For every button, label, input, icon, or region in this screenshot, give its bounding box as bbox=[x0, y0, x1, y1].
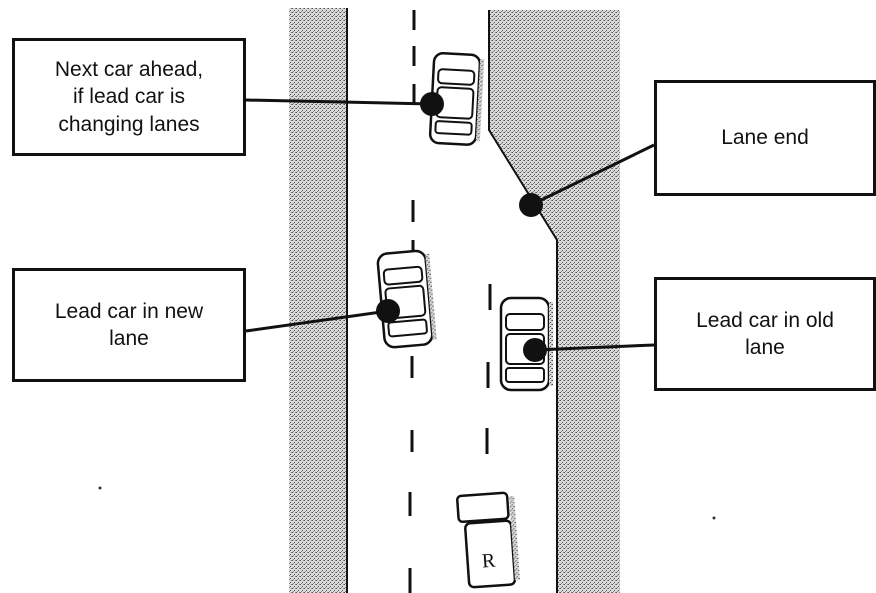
leader-lead-old-lane bbox=[534, 343, 655, 352]
callout-lead-car-new-lane-text: Lead car in new lane bbox=[54, 299, 204, 350]
right-lane-divider bbox=[485, 284, 492, 454]
lead-car-new-lane-vehicle bbox=[376, 249, 437, 349]
right-road-edge bbox=[488, 10, 558, 593]
lead-car-old-lane-vehicle bbox=[499, 296, 553, 392]
speck bbox=[98, 486, 102, 490]
callout-lead-car-old-lane-text: Lead car in old lane bbox=[696, 308, 834, 359]
dot-next-car bbox=[420, 92, 444, 116]
dot-lead-new-lane bbox=[376, 299, 400, 323]
leader-next-car bbox=[245, 98, 433, 106]
callout-lane-end-text: Lane end bbox=[721, 126, 809, 150]
dot-lane-end bbox=[519, 193, 543, 217]
callout-lane-end: Lane end bbox=[654, 80, 876, 196]
callout-next-car-ahead-text: Next car ahead, if lead car is changing … bbox=[54, 58, 204, 136]
speck bbox=[712, 516, 716, 520]
callout-next-car-ahead: Next car ahead, if lead car is changing … bbox=[12, 38, 246, 156]
subject-vehicle-label: R bbox=[481, 550, 497, 573]
leader-lane-end bbox=[530, 143, 655, 207]
right-shoulder bbox=[489, 10, 620, 593]
next-car-ahead-vehicle bbox=[428, 52, 485, 146]
dot-lead-old-lane bbox=[523, 338, 547, 362]
callout-lead-car-new-lane: Lead car in new lane bbox=[12, 268, 246, 382]
subject-vehicle-r: R bbox=[456, 491, 521, 589]
callout-lead-car-old-lane: Lead car in old lane bbox=[654, 277, 876, 391]
left-lane-divider bbox=[408, 10, 416, 593]
leader-lead-new-lane bbox=[245, 309, 389, 333]
left-shoulder bbox=[289, 8, 347, 593]
